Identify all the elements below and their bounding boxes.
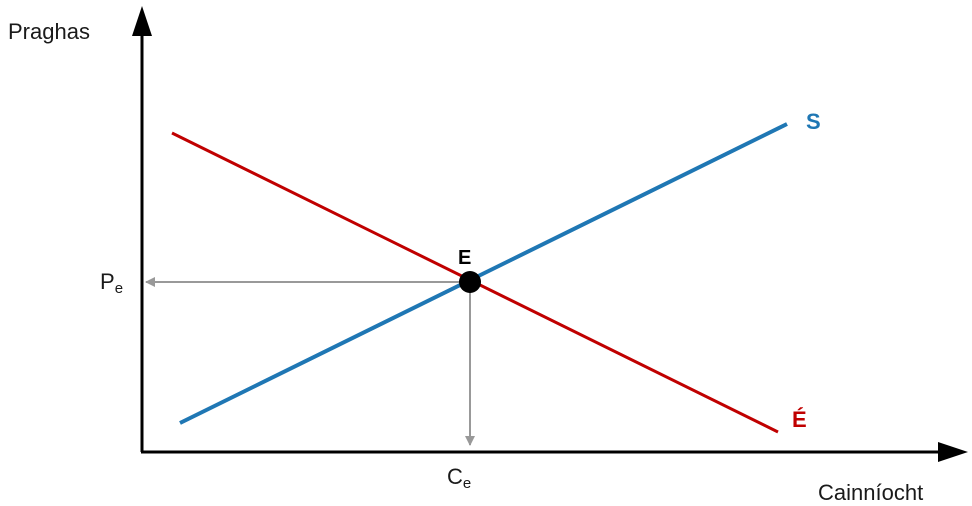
supply-curve-label: S [806, 109, 821, 134]
quantity-label-sub: e [463, 475, 471, 492]
price-label-main: P [100, 269, 115, 294]
x-axis-arrowhead [938, 442, 968, 462]
y-axis-title: Praghas [8, 19, 90, 44]
quantity-label-main: C [447, 464, 463, 489]
equilibrium-label: E [458, 247, 471, 269]
supply-curve [179, 122, 788, 425]
y-axis-arrowhead [132, 6, 152, 36]
x-axis-title: Cainníocht [818, 480, 923, 505]
equilibrium-price-label: Pe [100, 269, 123, 297]
equilibrium-quantity-label: Ce [447, 464, 471, 492]
demand-curve-label: É [792, 407, 807, 432]
price-label-sub: e [115, 280, 123, 297]
equilibrium-point [459, 271, 481, 293]
